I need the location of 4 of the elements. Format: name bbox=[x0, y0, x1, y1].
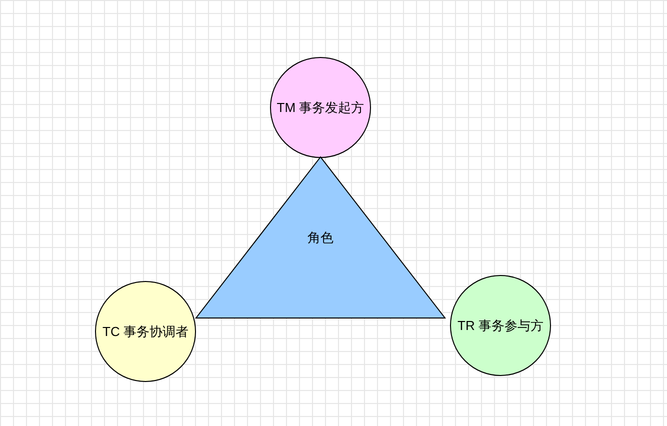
node-label: TR 事务参与方 bbox=[458, 316, 544, 334]
node-label: TC 事务协调者 bbox=[102, 322, 188, 340]
node-label: 角色 bbox=[308, 229, 334, 247]
node-label: TM 事务发起方 bbox=[276, 98, 364, 116]
